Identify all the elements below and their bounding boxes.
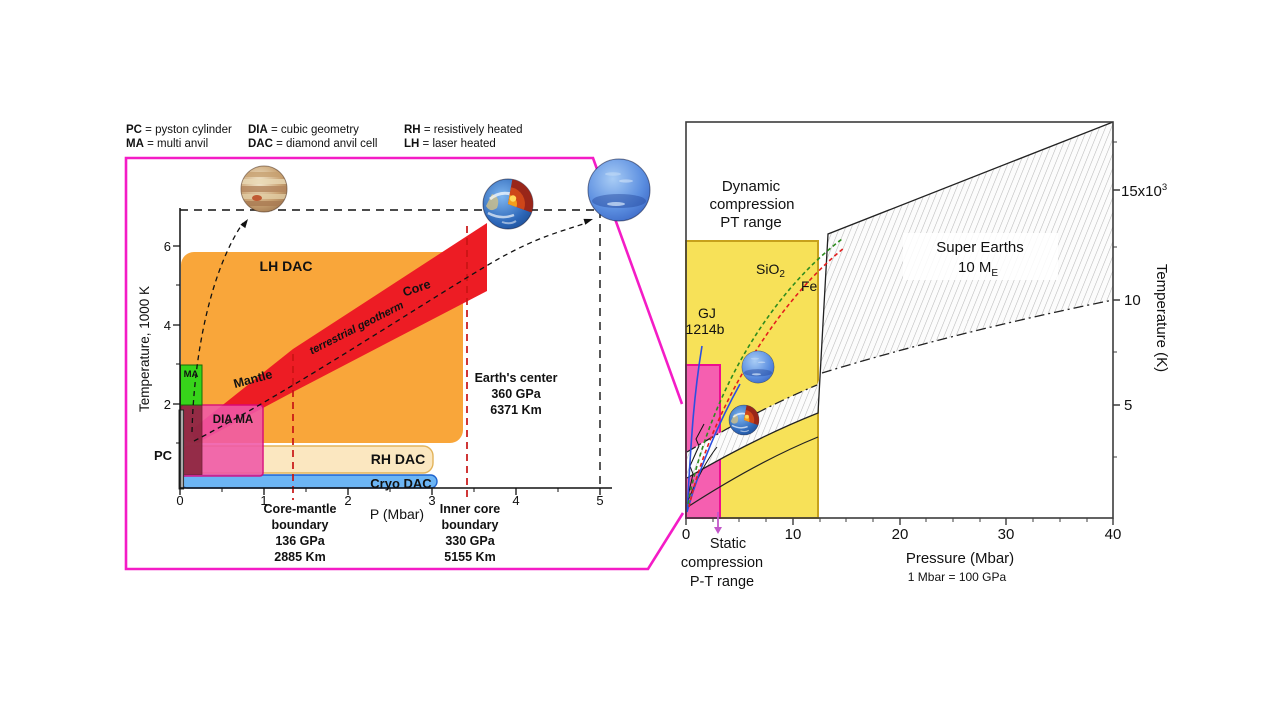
dynamic-line3: PT range [720,214,781,231]
cmb-line3: 136 GPa [275,534,325,548]
right-y-axis-label: Temperature (K) [1153,264,1170,372]
rh-dac-label: RH DAC [371,451,425,467]
center-line2: 360 GPa [491,387,541,401]
dynamic-line1: Dynamic [722,178,781,195]
jupiter-arrowhead [240,219,248,229]
tick-x1: 1 [260,493,267,508]
mapped-geotherm-squiggle [687,423,705,497]
tick-x3: 3 [428,493,435,508]
fe-hugoniot-curve [688,247,845,508]
super-earths-label: Super Earths [936,239,1024,256]
icb-line2: boundary [442,518,499,532]
tick-y4: 4 [164,318,171,333]
lh-dac-label: LH DAC [260,258,313,274]
legend-item-dia: DIA = cubic geometry [248,124,359,136]
right-y-minor-ticks [1113,141,1117,458]
right-x-axis-label: Pressure (Mbar) [906,550,1014,567]
legend-item-dac: DAC = diamond anvil cell [248,138,377,150]
pc-region-bar [178,409,185,490]
cryo-dac-label: Cryo DAC [370,476,432,491]
tick-x0: 0 [176,493,183,508]
neptune-arrowhead [583,218,593,225]
core-mantle-annotation: Core-mantle boundary 136 GPa 2885 Km [264,502,337,564]
geotherm-core-band [293,223,487,392]
earth-small-image [729,405,759,435]
tick-y2: 2 [164,397,171,412]
static-range-label: Static compression P-T range [681,536,763,590]
right-x-minor-ticks [712,518,1088,522]
legend-item-pc: PC = pyston cylinder [126,124,232,136]
icb-line4: 5155 Km [444,550,495,564]
tick-rx30: 30 [998,526,1015,543]
earth-cutaway-image [483,179,533,229]
tick-ry10: 10 [1124,292,1141,309]
static-line1: Static [710,536,746,552]
super-earths-solid-boundary [686,121,1114,479]
left-y-major-ticks [173,245,180,405]
left-x-minor-ticks [221,488,559,492]
left-y-minor-ticks [176,284,180,444]
cmb-line4: 2885 Km [274,550,325,564]
fe-label: Fe [801,278,818,294]
left-x-tick-labels: 0 1 2 3 4 5 [176,493,603,508]
left-panel: 0 1 2 3 4 5 2 4 6 Temperature, 1000 K P … [137,159,650,564]
static-arrowhead [714,527,722,534]
right-y-tick-labels: 5 10 15x103 [1121,182,1167,414]
dynamic-line2: compression [709,196,794,213]
tick-rx0: 0 [682,526,690,543]
earths-center-annotation: Earth's center 360 GPa 6371 Km [475,371,558,417]
static-line2: compression [681,555,763,571]
left-x-major-ticks [179,488,601,495]
pc-label: PC [154,448,173,463]
right-panel: 0 10 20 30 40 5 10 15x103 Temperature (K… [681,121,1170,590]
right-x-major-ticks [685,518,1114,525]
neptune-small-image [742,351,774,383]
tick-ry15: 15x103 [1121,182,1167,200]
right-x-axis-note: 1 Mbar = 100 GPa [908,570,1007,584]
icb-line1: Inner core [440,502,500,516]
super-earths-dashdot-boundary [686,299,1114,453]
tick-y6: 6 [164,239,171,254]
tick-ry5: 5 [1124,397,1132,414]
super-earths-label-backdrop [903,233,1058,280]
tick-x5: 5 [596,493,603,508]
tick-x4: 4 [512,493,519,508]
gj1214b-label-line1: GJ [698,305,716,321]
sio2-hugoniot-curve [687,238,843,505]
legend-item-rh: RH = resistively heated [404,124,523,136]
tick-rx40: 40 [1105,526,1122,543]
static-line3: P-T range [690,574,754,590]
sio2-label: SiO2 [756,261,785,280]
legend-item-lh: LH = laser heated [404,138,496,150]
inner-core-annotation: Inner core boundary 330 GPa 5155 Km [440,502,500,564]
center-line3: 6371 Km [490,403,541,417]
cmb-line1: Core-mantle [264,502,337,516]
left-x-axis-label: P (Mbar) [370,506,424,522]
super-earths-region [687,122,1113,478]
abbreviation-legend: PC = pyston cylinder MA = multi anvil DI… [126,124,523,150]
tick-rx10: 10 [785,526,802,543]
jupiter-image [240,165,288,213]
tick-rx20: 20 [892,526,909,543]
left-y-tick-labels: 2 4 6 [164,239,171,412]
center-line1: Earth's center [475,371,558,385]
cmb-line2: boundary [272,518,329,532]
left-y-axis-label: Temperature, 1000 K [137,286,152,412]
dia-ma-label: DIA MA [213,414,253,426]
tick-x2: 2 [344,493,351,508]
neptune-image [588,159,650,221]
right-y-major-ticks [1113,189,1120,406]
dynamic-range-label: Dynamic compression PT range [709,178,794,231]
legend-item-ma: MA = multi anvil [126,138,208,150]
right-x-tick-labels: 0 10 20 30 40 [682,526,1122,543]
gj1214b-label-line2: 1214b [686,321,725,337]
ma-label: MA [184,369,199,380]
lower-adiabat-curve [685,436,819,509]
super-earths-mass-label: 10 ME [958,259,998,279]
gj1214b-isentrope-steep [686,345,703,513]
icb-line3: 330 GPa [445,534,495,548]
jupiter-dashed-arrow [191,222,244,433]
